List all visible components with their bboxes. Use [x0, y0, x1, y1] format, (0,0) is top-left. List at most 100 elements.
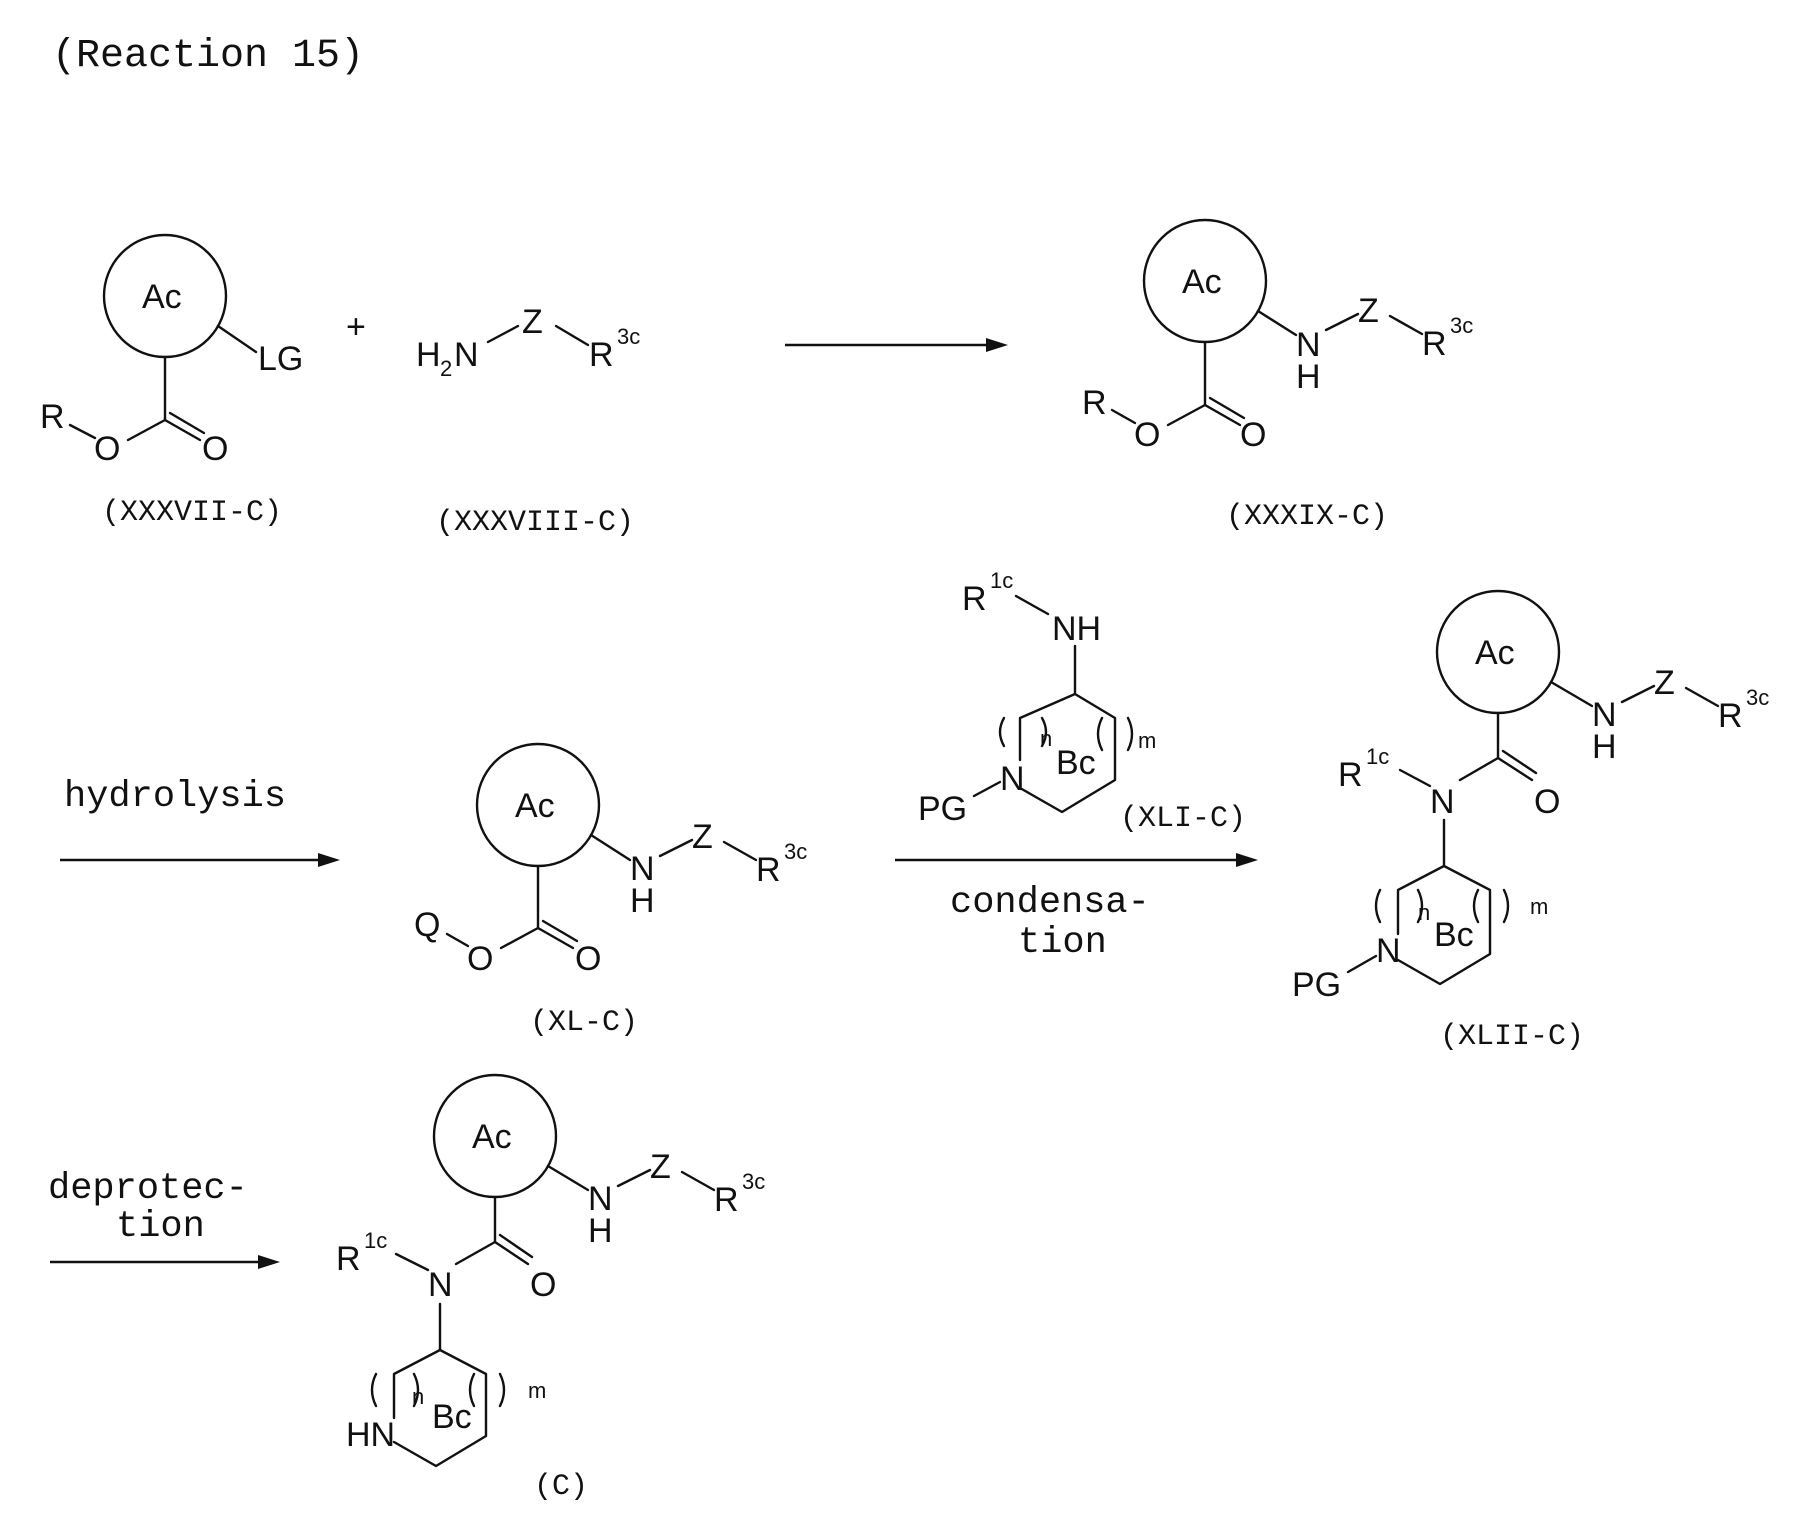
atom-o-carbonyl: O: [575, 940, 601, 978]
atom-n-amide: N: [1430, 783, 1455, 821]
atom-o-carbonyl: O: [530, 1266, 556, 1304]
ring-ac-label: Ac: [515, 787, 555, 825]
sup-1c: 1c: [364, 1228, 387, 1253]
sup-3c: 3c: [784, 839, 807, 864]
paren-m-close: [500, 1374, 504, 1406]
atom-n-ring: N: [1376, 932, 1401, 970]
atom-r3c: R: [1422, 325, 1447, 363]
paren-m-close: [1128, 718, 1132, 750]
bond-n-pg: [1348, 956, 1376, 972]
compound-xxxix-c: Ac N H Z R 3c O O R (XXXIX-C): [1082, 220, 1473, 534]
paren-m-open: [1474, 890, 1478, 922]
compound-xl-c: Ac N H Z R 3c O O Q (XL-C): [414, 744, 807, 1040]
sup-3c: 3c: [1450, 313, 1473, 338]
compound-xli-c: R 1c NH n m Bc N PG (XLI-C): [918, 568, 1246, 836]
arrow-hydrolysis: [60, 853, 340, 867]
leaving-group-label: LG: [258, 340, 303, 378]
sub-n: n: [1040, 726, 1052, 751]
atom-o-ester: O: [467, 940, 493, 978]
sub-n: n: [412, 1384, 424, 1409]
atom-z: Z: [692, 818, 713, 856]
atom-h2n-sub: 2: [440, 356, 452, 381]
ring-ac-label: Ac: [472, 1118, 512, 1156]
atom-h2n-h: H: [416, 336, 441, 374]
paren-m-open: [1098, 718, 1102, 750]
bond-c-o-double-b: [170, 413, 204, 433]
bond-z-r: [682, 1172, 714, 1190]
bond-c-o-double-b: [543, 921, 577, 941]
bond-z-r: [556, 326, 588, 345]
bond-c-n-amide: [456, 1242, 495, 1264]
atom-r: R: [40, 398, 65, 436]
atom-pg: PG: [918, 790, 967, 828]
sup-1c: 1c: [1366, 744, 1389, 769]
bond-o-r: [70, 425, 95, 438]
bond-c-o-single: [501, 928, 538, 948]
ring-ac-label: Ac: [1182, 263, 1222, 301]
compound-xxxvii-c: Ac LG O O R (XXXVII-C): [40, 235, 303, 530]
ring-ac-label: Ac: [142, 278, 182, 316]
atom-o-carbonyl: O: [1534, 783, 1560, 821]
label-c: (C): [534, 1470, 588, 1504]
atom-h: H: [1592, 728, 1617, 766]
plus-sign: +: [346, 308, 366, 346]
bond-ring-n: [1551, 682, 1592, 706]
atom-n-ring: N: [1000, 760, 1025, 798]
atom-o-ester: O: [94, 430, 120, 468]
condition-deprotection-line2: tion: [116, 1206, 205, 1248]
bond-lg: [218, 326, 256, 352]
bond-r-nh: [1016, 596, 1048, 614]
atom-r1c: R: [1338, 756, 1363, 794]
ring-bc-label: Bc: [1056, 744, 1096, 782]
bond-n-z: [1622, 686, 1654, 702]
atom-h2n-n: N: [454, 336, 479, 374]
atom-r1c: R: [962, 580, 987, 618]
arrow-step-1: [785, 338, 1008, 352]
sup-3c: 3c: [1746, 685, 1769, 710]
bond-ring-n: [591, 835, 630, 860]
atom-o-ester: O: [1134, 416, 1160, 454]
bond-c-o-double-a: [538, 928, 573, 948]
condition-hydrolysis: hydrolysis: [64, 776, 286, 818]
arrow-deprotection: [50, 1255, 280, 1269]
ring-ac-label: Ac: [1475, 634, 1515, 672]
atom-r: R: [1082, 384, 1107, 422]
bond-n-r1c: [396, 1254, 428, 1270]
atom-z: Z: [1654, 664, 1675, 702]
bond-z-r: [1686, 688, 1718, 706]
bond-ring-n: [1258, 311, 1296, 335]
paren-m-close: [1504, 890, 1508, 922]
label-xxxix-c: (XXXIX-C): [1226, 500, 1388, 534]
condition-condensation-line1: condensa-: [950, 882, 1150, 924]
label-xli-c: (XLI-C): [1120, 802, 1246, 836]
atom-nh: NH: [1052, 610, 1101, 648]
sup-3c: 3c: [617, 324, 640, 349]
sub-n: n: [1418, 900, 1430, 925]
sub-m: m: [1138, 728, 1156, 753]
condition-deprotection-line1: deprotec-: [48, 1168, 248, 1210]
condition-condensation-line2: tion: [1018, 922, 1107, 964]
bond-c-o-double-a: [495, 1242, 528, 1264]
atom-n-amide: N: [428, 1266, 453, 1304]
bond-c-o-double-b: [500, 1235, 532, 1257]
compound-c: Ac N H Z R 3c O N R 1c n m Bc HN (C): [336, 1075, 765, 1504]
bond-c-o-double-b: [1210, 398, 1244, 418]
bond-c-o-double-a: [1498, 758, 1532, 780]
bond-n-pg: [974, 782, 1000, 796]
paren-n-open: [372, 1374, 376, 1406]
label-xl-c: (XL-C): [530, 1006, 638, 1040]
atom-o-carbonyl: O: [202, 430, 228, 468]
bond-n-r1c: [1400, 770, 1430, 786]
bond-c-o-double-b: [1503, 751, 1536, 773]
scheme-title: (Reaction 15): [52, 34, 364, 79]
label-xxxvii-c: (XXXVII-C): [102, 496, 282, 530]
bond-z-r: [724, 842, 756, 860]
label-xxxviii-c: (XXXVIII-C): [436, 506, 634, 540]
atom-r3c: R: [1718, 697, 1743, 735]
atom-r3c: R: [714, 1181, 739, 1219]
atom-z: Z: [650, 1148, 671, 1186]
compound-xxxviii-c: H 2 N Z R 3c (XXXVIII-C): [416, 303, 640, 540]
atom-q: Q: [414, 906, 440, 944]
bond-o-q: [447, 934, 468, 946]
